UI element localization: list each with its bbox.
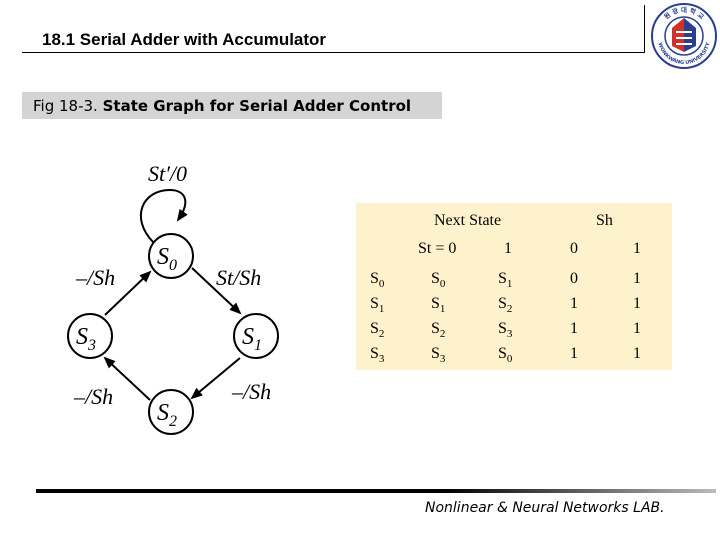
node-s0-sub: 0 <box>169 257 177 274</box>
subheader-sh1: 1 <box>633 240 641 257</box>
node-s0: S0 <box>148 233 194 279</box>
svg-text:1: 1 <box>633 270 641 287</box>
node-s3-base: S <box>76 324 88 350</box>
node-s2-base: S <box>157 400 169 426</box>
edge-label-s1-s2: –/Sh <box>231 379 271 404</box>
edge-label-s3-s0: –/Sh <box>75 265 115 290</box>
svg-text:S3: S3 <box>431 345 446 365</box>
table-row: S2 S2 S3 1 1 <box>370 320 641 340</box>
edge-label-s2-s3: –/Sh <box>73 384 113 409</box>
page-title: 18.1 Serial Adder with Accumulator <box>42 30 327 49</box>
university-logo: 원 광 대 학 교 WONKWANG UNIVERSITY <box>651 3 717 69</box>
node-s1-base: S <box>242 324 254 350</box>
header-divider-vertical <box>644 5 645 53</box>
svg-text:S0: S0 <box>498 345 513 365</box>
svg-text:S1: S1 <box>242 324 262 354</box>
node-s1: S1 <box>233 313 279 359</box>
table-row: S0 S0 S1 0 1 <box>370 270 641 290</box>
svg-text:S3: S3 <box>498 320 513 340</box>
table-row: S3 S3 S0 1 1 <box>370 345 641 365</box>
caption-background <box>22 92 442 119</box>
figure-caption: Fig 18-3. State Graph for Serial Adder C… <box>33 97 411 115</box>
svg-text:S2: S2 <box>157 400 177 430</box>
state-graph: S0 S1 S2 S3 St′/0 St/Sh –/Sh –/Sh –/Sh <box>67 161 279 435</box>
node-s2-sub: 2 <box>169 413 177 430</box>
svg-text:S0: S0 <box>370 270 385 290</box>
edge-label-s0-s1: St/Sh <box>216 265 261 290</box>
table-row: S1 S1 S2 1 1 <box>370 295 641 315</box>
svg-text:S3: S3 <box>370 345 385 365</box>
svg-text:1: 1 <box>633 320 641 337</box>
header-divider <box>22 52 644 53</box>
subheader-st0: St = 0 <box>418 240 456 257</box>
caption-text: State Graph for Serial Adder Control <box>102 97 412 115</box>
state-table-panel: Next State Sh St = 0 1 0 1 S0 S0 S1 0 1 … <box>356 203 672 370</box>
edge-s0-self-loop <box>139 188 188 243</box>
node-s3-sub: 3 <box>87 337 96 354</box>
svg-text:1: 1 <box>633 345 641 362</box>
svg-text:S2: S2 <box>370 320 384 340</box>
edge-s1-s2 <box>190 357 241 400</box>
node-s1-sub: 1 <box>254 337 262 354</box>
svg-text:S1: S1 <box>431 295 445 315</box>
svg-text:S1: S1 <box>498 270 512 290</box>
footer-lab-name: Nonlinear & Neural Networks LAB. <box>425 500 665 516</box>
svg-text:S2: S2 <box>498 295 512 315</box>
svg-text:1: 1 <box>570 295 578 312</box>
edge-s3-s0 <box>104 270 152 316</box>
svg-text:S2: S2 <box>431 320 445 340</box>
footer-divider <box>36 489 716 493</box>
svg-text:S3: S3 <box>76 324 96 354</box>
logo-emblem <box>672 18 696 52</box>
svg-text:S0: S0 <box>157 244 177 274</box>
subheader-st1: 1 <box>504 240 512 257</box>
edge-s0-s1 <box>191 267 242 315</box>
edge-s2-s3 <box>103 356 151 401</box>
caption-prefix: Fig 18-3. <box>33 97 98 115</box>
svg-text:0: 0 <box>570 270 578 287</box>
node-s2: S2 <box>148 389 194 435</box>
header-sh: Sh <box>596 212 613 229</box>
subheader-sh0: 0 <box>570 240 578 257</box>
svg-text:1: 1 <box>570 345 578 362</box>
svg-text:1: 1 <box>633 295 641 312</box>
edge-label-s0-self: St′/0 <box>148 161 187 186</box>
svg-text:S1: S1 <box>370 295 384 315</box>
node-s0-base: S <box>157 244 169 270</box>
svg-text:S0: S0 <box>431 270 446 290</box>
svg-text:1: 1 <box>570 320 578 337</box>
state-table: Next State Sh St = 0 1 0 1 S0 S0 S1 0 1 … <box>370 212 641 365</box>
header-next-state: Next State <box>434 212 501 229</box>
node-s3: S3 <box>67 313 113 359</box>
